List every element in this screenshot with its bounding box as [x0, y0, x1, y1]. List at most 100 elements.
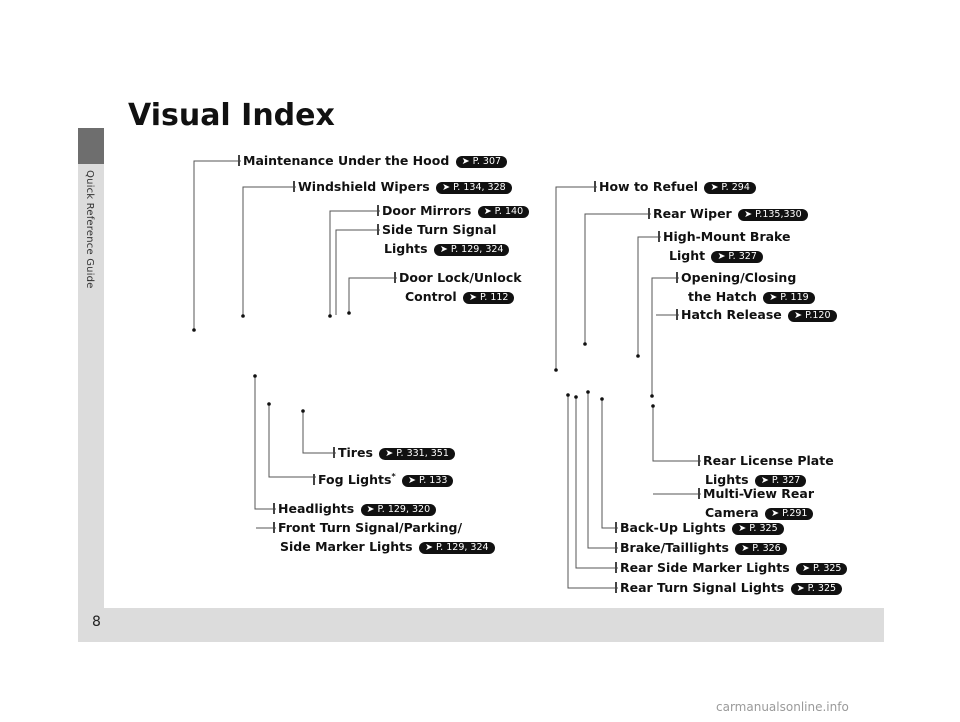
leader-refuel: [555, 186, 597, 370]
marker-bar: [333, 447, 335, 458]
page-ref-button[interactable]: ➤ P. 134, 328: [436, 182, 512, 194]
leader-tires: [302, 411, 336, 454]
marker-bar: [394, 272, 396, 283]
label-rear-wiper: Rear Wiper ➤ P.135,330: [648, 204, 808, 223]
page-ref-button[interactable]: ➤ P. 307: [455, 156, 508, 168]
dot-refuel: [554, 368, 558, 372]
side-tab-marker: [78, 128, 104, 164]
dot-tires: [301, 409, 305, 413]
dot-license: [651, 404, 655, 408]
marker-bar: [615, 562, 617, 573]
label-license: Rear License Plate Lights ➤ P. 327: [698, 451, 834, 489]
leader-high-mount: [637, 236, 661, 356]
marker-bar: [273, 522, 275, 533]
dot-rear-side-marker: [574, 395, 578, 399]
page-ref-button[interactable]: ➤ P. 326: [735, 543, 787, 555]
page-ref-button[interactable]: ➤ P. 325: [796, 563, 848, 575]
marker-bar: [615, 582, 617, 593]
label-wipers: Windshield Wipers ➤ P. 134, 328: [293, 177, 512, 196]
marker-bar: [377, 224, 379, 235]
page-ref-button[interactable]: ➤ P. 331, 351: [379, 448, 455, 460]
dot-high-mount: [636, 354, 640, 358]
page-ref-button[interactable]: ➤ P.291: [765, 508, 814, 520]
page-ref-button[interactable]: ➤ P. 129, 324: [418, 542, 495, 554]
page-ref-button[interactable]: ➤ P.120: [788, 310, 837, 322]
leader-door-lock: [348, 277, 397, 313]
dot-hatch: [650, 394, 654, 398]
marker-bar: [698, 455, 700, 466]
page-number: 8: [92, 614, 101, 630]
dot-rear-wiper: [583, 342, 587, 346]
watermark: carmanualsonline.info: [716, 700, 849, 714]
side-tab-band: [78, 128, 104, 642]
marker-bar: [676, 272, 678, 283]
label-backup: Back-Up Lights ➤ P. 325: [615, 518, 784, 537]
leader-maintenance: [193, 160, 241, 330]
dot-maintenance: [192, 328, 196, 332]
marker-bar: [615, 522, 617, 533]
leader-headlights: [254, 376, 276, 510]
footer-band: [78, 608, 884, 642]
page-ref-button[interactable]: ➤ P. 119: [763, 292, 815, 304]
page-ref-button[interactable]: ➤ P. 140: [477, 206, 530, 218]
leader-fog: [268, 404, 316, 478]
label-side-turn: Side Turn Signal Lights ➤ P. 129, 324: [377, 220, 510, 258]
page-ref-button[interactable]: ➤ P. 294: [704, 182, 756, 194]
marker-bar: [676, 309, 678, 320]
marker-bar: [313, 474, 315, 485]
dot-door-lock: [347, 311, 351, 315]
dot-rear-turn: [566, 393, 570, 397]
page-ref-button[interactable]: ➤ P. 327: [754, 475, 807, 487]
dot-headlights: [253, 374, 257, 378]
sidebar-label: Quick Reference Guide: [84, 170, 95, 289]
page-ref-button[interactable]: ➤ P. 129, 324: [433, 244, 510, 256]
label-high-mount: High-Mount Brake Light ➤ P. 327: [658, 227, 791, 265]
leader-license: [652, 406, 701, 462]
label-fog: Fog Lights* ➤ P. 133: [313, 467, 454, 489]
dot-brake: [586, 390, 590, 394]
page-ref-button[interactable]: ➤ P. 325: [790, 583, 843, 595]
label-rear-side-marker: Rear Side Marker Lights ➤ P. 325: [615, 558, 848, 577]
label-brake: Brake/Taillights ➤ P. 326: [615, 538, 787, 557]
dot-door-mirrors: [328, 314, 332, 318]
marker-bar: [658, 231, 660, 242]
label-tires: Tires ➤ P. 331, 351: [333, 443, 455, 462]
leader-brake: [587, 392, 618, 549]
marker-bar: [293, 181, 295, 192]
page-ref-button[interactable]: ➤ P. 133: [401, 475, 454, 487]
leader-door-mirrors: [329, 210, 380, 316]
label-hatch-release: Hatch Release ➤ P.120: [676, 305, 837, 324]
leader-side-turn: [335, 229, 380, 315]
label-rear-turn: Rear Turn Signal Lights ➤ P. 325: [615, 578, 843, 597]
label-refuel: How to Refuel ➤ P. 294: [594, 177, 756, 196]
marker-bar: [698, 488, 700, 499]
marker-bar: [594, 181, 596, 192]
label-door-mirrors: Door Mirrors ➤ P. 140: [377, 201, 530, 220]
page-title: Visual Index: [128, 98, 335, 133]
page-ref-button[interactable]: ➤ P. 112: [463, 292, 515, 304]
page-ref-button[interactable]: ➤ P. 327: [711, 251, 763, 263]
marker-bar: [615, 542, 617, 553]
leader-backup: [601, 399, 618, 529]
dot-backup: [600, 397, 604, 401]
label-hatch-open: Opening/Closing the Hatch ➤ P. 119: [676, 268, 815, 306]
dot-fog: [267, 402, 271, 406]
label-front-turn: Front Turn Signal/Parking/ Side Marker L…: [273, 518, 495, 556]
marker-bar: [377, 205, 379, 216]
page-ref-button[interactable]: ➤ P.135,330: [738, 209, 808, 221]
marker-bar: [648, 208, 650, 219]
dot-wipers: [241, 314, 245, 318]
marker-bar: [238, 155, 240, 166]
leader-rear-turn: [567, 395, 618, 589]
label-headlights: Headlights ➤ P. 129, 320: [273, 499, 437, 518]
leader-hatch-open: [651, 277, 679, 396]
marker-bar: [273, 503, 275, 514]
page-ref-button[interactable]: ➤ P. 325: [732, 523, 784, 535]
leader-rear-side-marker: [575, 397, 618, 569]
leader-rear-wiper: [584, 213, 651, 344]
label-maintenance: Maintenance Under the Hood ➤ P. 307: [238, 151, 508, 170]
label-door-lock: Door Lock/Unlock Control ➤ P. 112: [394, 268, 522, 306]
page-ref-button[interactable]: ➤ P. 129, 320: [360, 504, 437, 516]
